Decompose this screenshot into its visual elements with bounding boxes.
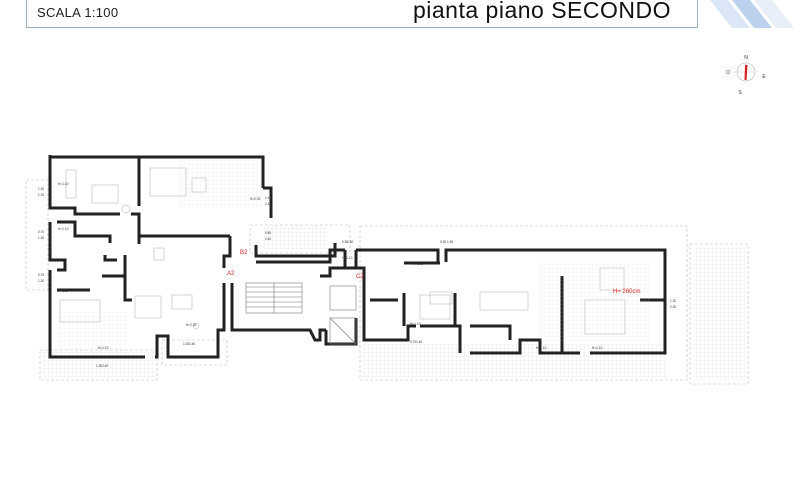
svg-text:1.20: 1.20 <box>96 364 102 368</box>
svg-text:H=1.10: H=1.10 <box>98 346 109 350</box>
svg-text:0.80: 0.80 <box>265 231 271 235</box>
svg-text:2.40: 2.40 <box>189 342 195 346</box>
svg-text:1.00: 1.00 <box>183 342 189 346</box>
stairs-core <box>245 282 357 345</box>
svg-text:0.70: 0.70 <box>38 273 44 277</box>
svg-text:1.20: 1.20 <box>670 299 676 303</box>
svg-text:1.20: 1.20 <box>38 187 44 191</box>
scale-label: SCALA 1:100 <box>37 5 119 20</box>
svg-text:H=2.00: H=2.00 <box>475 324 486 328</box>
svg-text:H=2.00: H=2.00 <box>250 197 261 201</box>
svg-text:H=1.10: H=1.10 <box>58 227 69 231</box>
svg-text:0.70: 0.70 <box>38 230 44 234</box>
svg-text:0.70: 0.70 <box>410 340 416 344</box>
north-arrow: N O E S <box>726 55 766 96</box>
height-note: H= 260cm <box>613 289 641 295</box>
svg-text:H=1.10: H=1.10 <box>58 289 69 293</box>
svg-text:H=1.10: H=1.10 <box>342 256 353 260</box>
svg-text:2.40: 2.40 <box>265 237 271 241</box>
title-bar: SCALA 1:100 pianta piano SECONDO <box>26 0 698 28</box>
svg-text:0.90: 0.90 <box>440 240 446 244</box>
svg-text:2.30: 2.30 <box>670 305 676 309</box>
corner-decoration <box>710 0 794 28</box>
svg-text:1.30: 1.30 <box>38 236 44 240</box>
svg-text:H=1.10: H=1.10 <box>58 182 69 186</box>
compass-n: N <box>744 55 748 61</box>
svg-text:1.50: 1.50 <box>447 240 453 244</box>
page-title: pianta piano SECONDO <box>412 0 671 23</box>
stair-a2-label: A2 <box>227 271 235 277</box>
svg-text:1.50: 1.50 <box>347 240 353 244</box>
compass-e: E <box>762 74 766 80</box>
compass-o: O <box>726 70 730 76</box>
svg-text:H=1.10: H=1.10 <box>592 346 603 350</box>
svg-text:H=1.10: H=1.10 <box>536 346 547 350</box>
terraces <box>25 179 749 385</box>
svg-text:1.30: 1.30 <box>38 279 44 283</box>
dimension-labels: 1.20 1.20 0.70 1.30 0.70 1.30 1.40 2.40 … <box>38 182 676 368</box>
svg-text:0.90: 0.90 <box>342 240 348 244</box>
svg-text:2.40: 2.40 <box>265 202 271 206</box>
stair-labels: A2 B2 C2 H= 260cm <box>227 250 641 295</box>
compass-s: S <box>738 90 742 96</box>
svg-text:H=2.00: H=2.00 <box>186 323 197 327</box>
svg-text:H=1.10: H=1.10 <box>413 262 424 266</box>
svg-text:1.40: 1.40 <box>265 196 271 200</box>
stair-b2-label: B2 <box>240 250 248 256</box>
svg-text:H=1.10: H=1.10 <box>410 322 421 326</box>
stair-c2-label: C2 <box>356 274 364 280</box>
svg-text:1.20: 1.20 <box>38 193 44 197</box>
svg-text:2.40: 2.40 <box>102 364 108 368</box>
svg-text:1.40: 1.40 <box>416 340 422 344</box>
